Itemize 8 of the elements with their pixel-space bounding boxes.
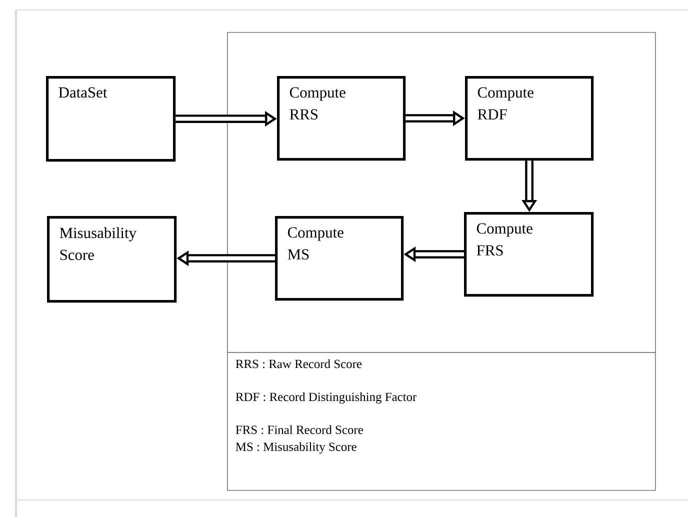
process-box: Compute RDF <box>465 76 594 161</box>
process-box: Misusability Score <box>47 216 177 303</box>
process-box: Compute FRS <box>464 212 594 297</box>
abbreviation-key: RRS : Raw Record Score RDF : Record Distinguishing Factor FRS : Final Record Score MS : Misusability Score <box>227 352 656 491</box>
process-box: DataSet <box>46 76 176 162</box>
frame-box <box>227 32 656 353</box>
process-box: Compute MS <box>275 216 404 301</box>
process-box: Compute RRS <box>277 76 406 161</box>
